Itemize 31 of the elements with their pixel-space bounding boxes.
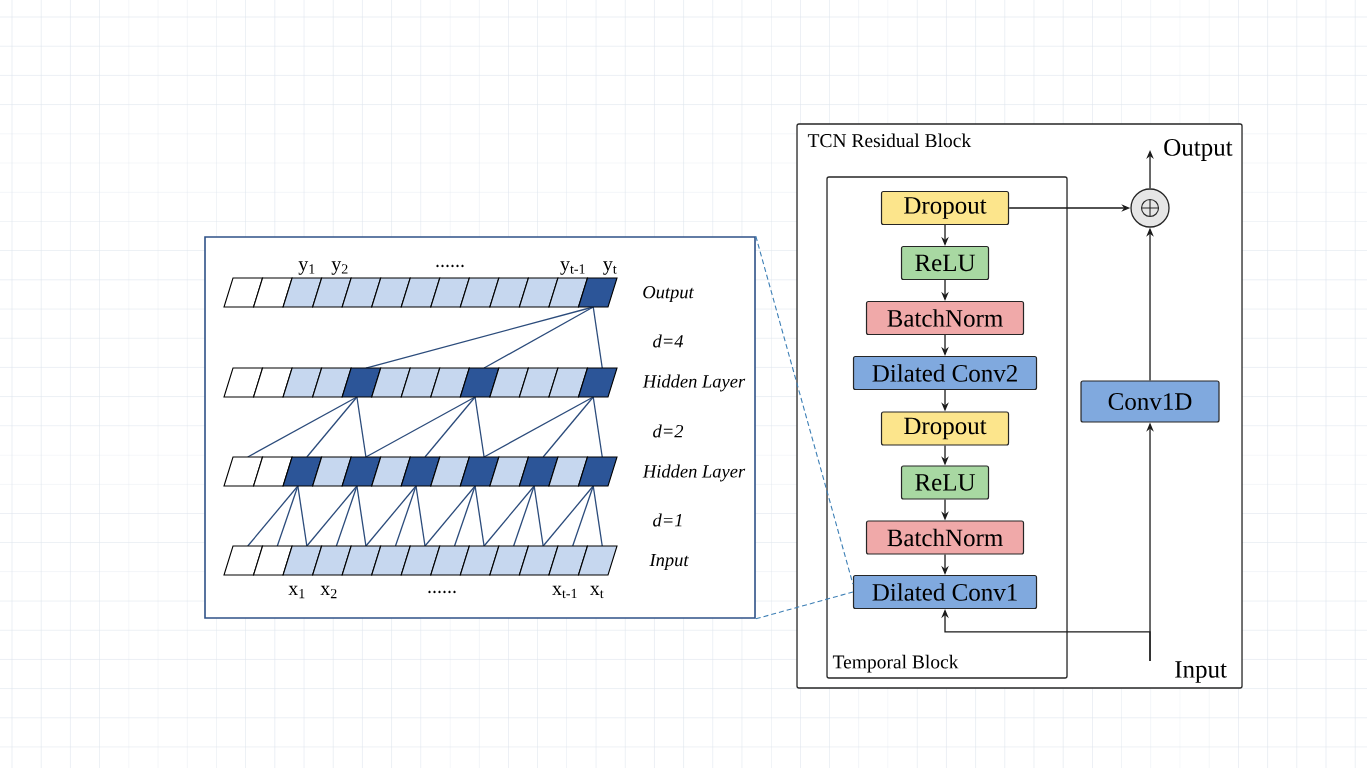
layer-box: Dilated Conv1 [852,574,1038,610]
output-index: y$_{t}$ [603,261,617,275]
layer-label: Output [643,285,695,303]
layer-box: BatchNorm [865,520,1025,555]
layer-box: Conv1D [1080,380,1220,423]
input-index: x$_{1}$ [288,585,305,599]
layer-label: Hidden Layer [642,374,746,392]
zoom-line [755,591,854,620]
layer-box: Dropout [880,411,1010,446]
layer-box: BatchNorm [865,300,1025,336]
input-label: Input [1175,661,1227,683]
layer-label: Hidden Layer [642,464,746,482]
adder-circle [1130,188,1170,228]
output-index: y$_{2}$ [331,261,348,275]
dilation-label: d=1 [653,513,682,527]
input-index: x$_{t}$ [590,585,604,599]
layer-box: ReLU [900,245,990,281]
ellipsis: ...... [428,590,456,594]
dilation-label: d=4 [653,334,684,348]
output-index: y$_{1}$ [298,261,315,275]
layer-label: Input [649,553,689,571]
input-index: x$_{2}$ [320,585,337,599]
output-label: Output [1164,139,1233,161]
layer-box: Dilated Conv2 [852,355,1038,391]
input-index: x$_{t-1}$ [552,585,577,599]
zoom-line [755,235,854,585]
output-index: y$_{t-1}$ [560,261,585,275]
ellipsis: ...... [436,264,464,268]
layer-box: ReLU [900,465,990,500]
layer-box: Dropout [880,190,1010,226]
dilation-label: d=2 [653,424,684,438]
